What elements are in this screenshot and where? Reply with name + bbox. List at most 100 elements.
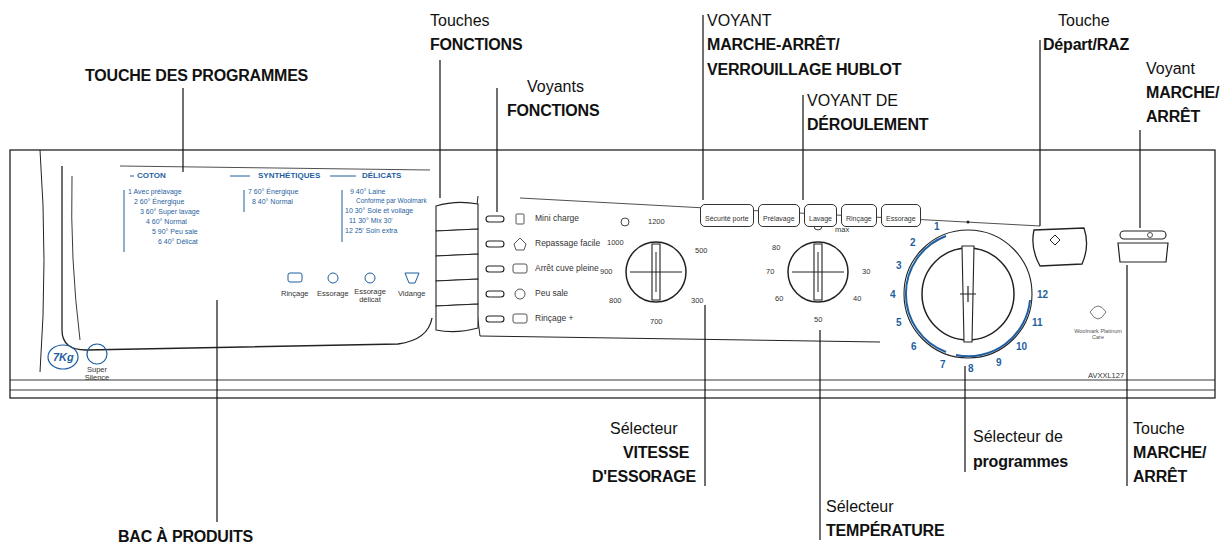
callout-label: TEMPÉRATURE: [826, 522, 944, 540]
callout-label: FONCTIONS: [507, 102, 599, 120]
function-name: Arrêt cuve pleine: [535, 264, 599, 273]
function-button: [436, 279, 478, 306]
program-note: Conformé par Woolmark: [356, 197, 427, 204]
leader-line: [1126, 265, 1127, 486]
leader-line: [182, 88, 183, 172]
function-buttons: [436, 202, 478, 331]
drawer-top: [120, 166, 430, 170]
bracket: [342, 190, 343, 242]
function-button: [436, 304, 478, 332]
callout-label: Voyant: [1146, 60, 1195, 78]
leader-line: [1139, 130, 1140, 228]
progress-lamp: Lavage: [804, 204, 837, 227]
panel-text: AVXXL127: [1088, 372, 1124, 380]
lamp: [486, 316, 504, 322]
program-number: 4: [890, 289, 896, 300]
spin-dial: [621, 218, 686, 302]
leader-line: [704, 305, 705, 486]
lamp-label: Lavage: [809, 215, 832, 222]
leader-line: [1039, 40, 1040, 226]
leader-line: [702, 15, 703, 200]
panel-text: Vidange: [398, 290, 425, 298]
dial-value: 900: [600, 268, 613, 276]
callout-label: TOUCHE DES PROGRAMMES: [85, 67, 308, 85]
program-number: 7: [940, 359, 946, 370]
program-brackets: [124, 176, 356, 252]
lamp: [486, 241, 504, 247]
function-name: Repassage facile: [535, 239, 600, 248]
panel-text: Rinçage: [281, 290, 309, 298]
callout-label: Voyants: [527, 78, 584, 96]
callout-label: FONCTIONS: [430, 36, 522, 54]
callout-label: MARCHE/: [1146, 84, 1219, 102]
callout-label: ARRÊT: [1133, 468, 1187, 486]
power-key: [1118, 243, 1168, 262]
start-symbol: [1050, 235, 1060, 245]
dial-value: 70: [766, 268, 774, 276]
callout-label: VERROUILLAGE HUBLOT: [707, 61, 901, 79]
drawer-handle: [72, 176, 80, 340]
dial-value: 500: [695, 247, 708, 255]
callout-label: DÉROULEMENT: [807, 116, 928, 134]
program-entry: 6 40° Délicat: [158, 238, 198, 246]
program-entry: 3 60° Super lavage: [140, 208, 200, 216]
rinse-icon: [288, 273, 302, 282]
badges: [48, 306, 1106, 369]
drawer-front: [62, 166, 432, 350]
program-dial: [904, 221, 1032, 359]
lamp: [486, 266, 504, 272]
callout-label: Sélecteur: [610, 420, 678, 438]
capacity-text: 7Kg: [53, 351, 74, 363]
logo-text: Woolmark Platinum Care: [1073, 328, 1123, 340]
leader-line: [964, 366, 965, 472]
panel-outline: [10, 150, 1215, 398]
dial-value: 1000: [607, 239, 624, 247]
lamp: [486, 291, 504, 297]
panel-text: Super Silence: [77, 366, 117, 383]
leader-lines: [183, 15, 1140, 540]
dial-dot: [967, 221, 970, 224]
program-entry: 5 90° Peu sale: [152, 228, 198, 236]
function-button: [436, 202, 478, 231]
program-entry: 4 60° Normal: [146, 218, 187, 226]
dial-value: 60: [775, 295, 783, 303]
leader-line: [496, 88, 497, 212]
program-group-heading: SYNTHÉTIQUES: [258, 172, 320, 181]
program-entry: 1 Avec prélavage: [128, 188, 182, 196]
callout-label: VOYANT DE: [807, 92, 898, 110]
drawer-edge: [40, 150, 44, 372]
knob-cross: [792, 252, 844, 292]
program-number: 2: [910, 237, 916, 248]
dial-value: 1200: [648, 218, 665, 226]
spin-icon: [328, 273, 338, 283]
callout-label: Départ/RAZ: [1043, 36, 1129, 54]
panel-curve: [473, 196, 880, 342]
callout-label: Sélecteur de: [973, 428, 1063, 446]
function-icons: [513, 214, 527, 323]
panel-base-lines: [10, 380, 1215, 390]
callout-label: Touche: [1133, 420, 1185, 438]
dial-value: 30: [862, 268, 870, 276]
program-entry: 7 60° Énergique: [248, 188, 298, 196]
panel-text: Essorage: [317, 290, 349, 298]
function-name: Mini charge: [535, 214, 579, 223]
callout-label: MARCHE-ARRÊT/: [707, 36, 840, 54]
gentle-spin-icon: [365, 273, 375, 283]
start-button: [1033, 228, 1087, 266]
function-lamps: [486, 216, 504, 322]
program-number: 5: [896, 317, 902, 328]
silence-badge: [87, 344, 107, 364]
function-button: [436, 254, 478, 281]
dial-value: 80: [772, 244, 780, 252]
leader-line: [439, 60, 440, 198]
callout-label: Touche: [1058, 12, 1110, 30]
program-entry: 2 60° Énergique: [134, 198, 184, 206]
dial-value: 700: [650, 318, 663, 326]
leader-line: [819, 330, 820, 540]
program-entry: 10 30° Soie et voilage: [345, 207, 413, 215]
program-number: 12: [1037, 289, 1048, 300]
knob: [788, 242, 848, 302]
icon: [515, 289, 525, 299]
program-number: 3: [896, 260, 902, 271]
